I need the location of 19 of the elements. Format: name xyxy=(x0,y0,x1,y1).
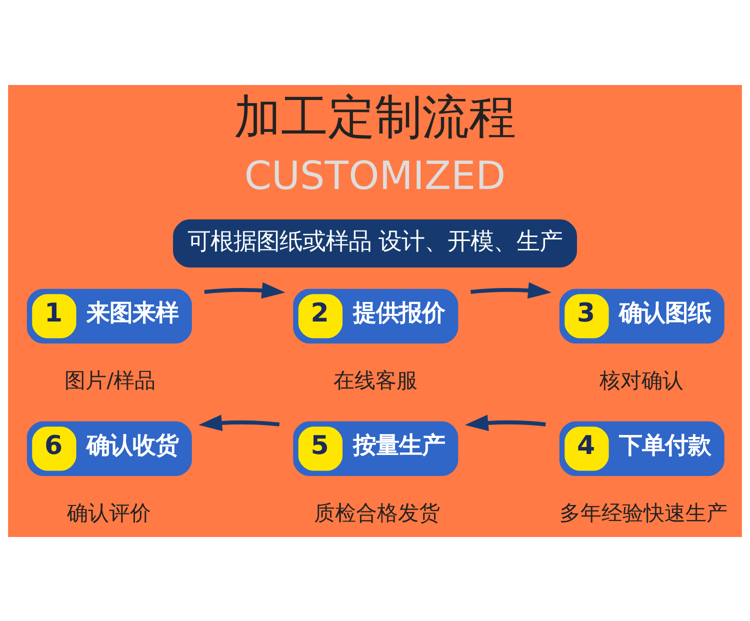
diagram-title: 加工定制流程 xyxy=(234,90,516,144)
node-box: 3 确认图纸 xyxy=(559,288,724,343)
node-label: 质检合格发货 xyxy=(314,500,440,524)
arrow xyxy=(464,414,546,431)
node-box: 5 按量生产 xyxy=(293,420,458,476)
node-box: 2 提供报价 xyxy=(293,288,458,343)
node-label: 图片/样品 xyxy=(64,368,156,392)
node-label: 确认评价 xyxy=(67,500,152,524)
arrow xyxy=(198,414,280,431)
node-label: 在线客服 xyxy=(333,368,418,392)
node-box: 4 下单付款 xyxy=(559,420,724,476)
node-box: 6 确认收货 xyxy=(26,420,192,476)
node-label: 核对确认 xyxy=(600,368,684,392)
arrow xyxy=(470,282,552,298)
node-box: 1 来图来样 xyxy=(26,288,192,343)
label: CUSTOMIZED xyxy=(244,153,506,198)
arrow xyxy=(204,282,286,298)
node-box: 可根据图纸或样品 设计、开模、生产 xyxy=(173,218,577,267)
node-label: 多年经验快速生产 xyxy=(559,500,728,524)
